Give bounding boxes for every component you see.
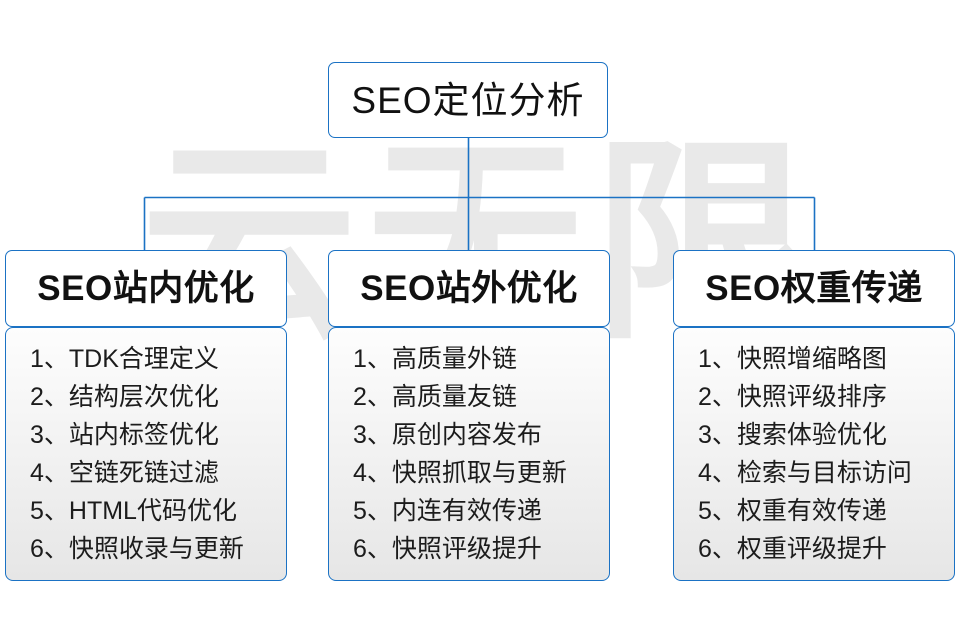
list-item: 4、空链死链过滤	[30, 459, 219, 487]
branch-items-3: 1、快照增缩略图 2、快照评级排序 3、搜索体验优化 4、检索与目标访问 5、权…	[673, 327, 955, 581]
branch-header-label-3: SEO权重传递	[705, 269, 923, 308]
list-item: 5、权重有效传递	[698, 497, 887, 525]
list-item: 3、原创内容发布	[353, 421, 542, 449]
list-item: 5、HTML代码优化	[30, 497, 237, 525]
branch-header-1[interactable]: SEO站内优化	[5, 250, 287, 327]
list-item: 4、检索与目标访问	[698, 459, 912, 487]
list-item: 3、搜索体验优化	[698, 421, 887, 449]
list-item: 1、快照增缩略图	[698, 345, 887, 373]
list-item: 2、结构层次优化	[30, 383, 219, 411]
list-item: 2、高质量友链	[353, 383, 517, 411]
list-item: 6、权重评级提升	[698, 535, 887, 563]
list-item: 6、快照评级提升	[353, 535, 542, 563]
list-item: 1、高质量外链	[353, 345, 517, 373]
branch-header-label-2: SEO站外优化	[360, 269, 578, 308]
branch-items-2: 1、高质量外链 2、高质量友链 3、原创内容发布 4、快照抓取与更新 5、内连有…	[328, 327, 610, 581]
branch-header-2[interactable]: SEO站外优化	[328, 250, 610, 327]
branch-header-3[interactable]: SEO权重传递	[673, 250, 955, 327]
list-item: 3、站内标签优化	[30, 421, 219, 449]
list-item: 5、内连有效传递	[353, 497, 542, 525]
root-node-label: SEO定位分析	[351, 79, 585, 121]
root-node[interactable]: SEO定位分析	[328, 62, 608, 138]
list-item: 4、快照抓取与更新	[353, 459, 567, 487]
list-item: 2、快照评级排序	[698, 383, 887, 411]
branch-header-label-1: SEO站内优化	[37, 269, 255, 308]
list-item: 6、快照收录与更新	[30, 535, 244, 563]
list-item: 1、TDK合理定义	[30, 345, 219, 373]
branch-items-1: 1、TDK合理定义 2、结构层次优化 3、站内标签优化 4、空链死链过滤 5、H…	[5, 327, 287, 581]
